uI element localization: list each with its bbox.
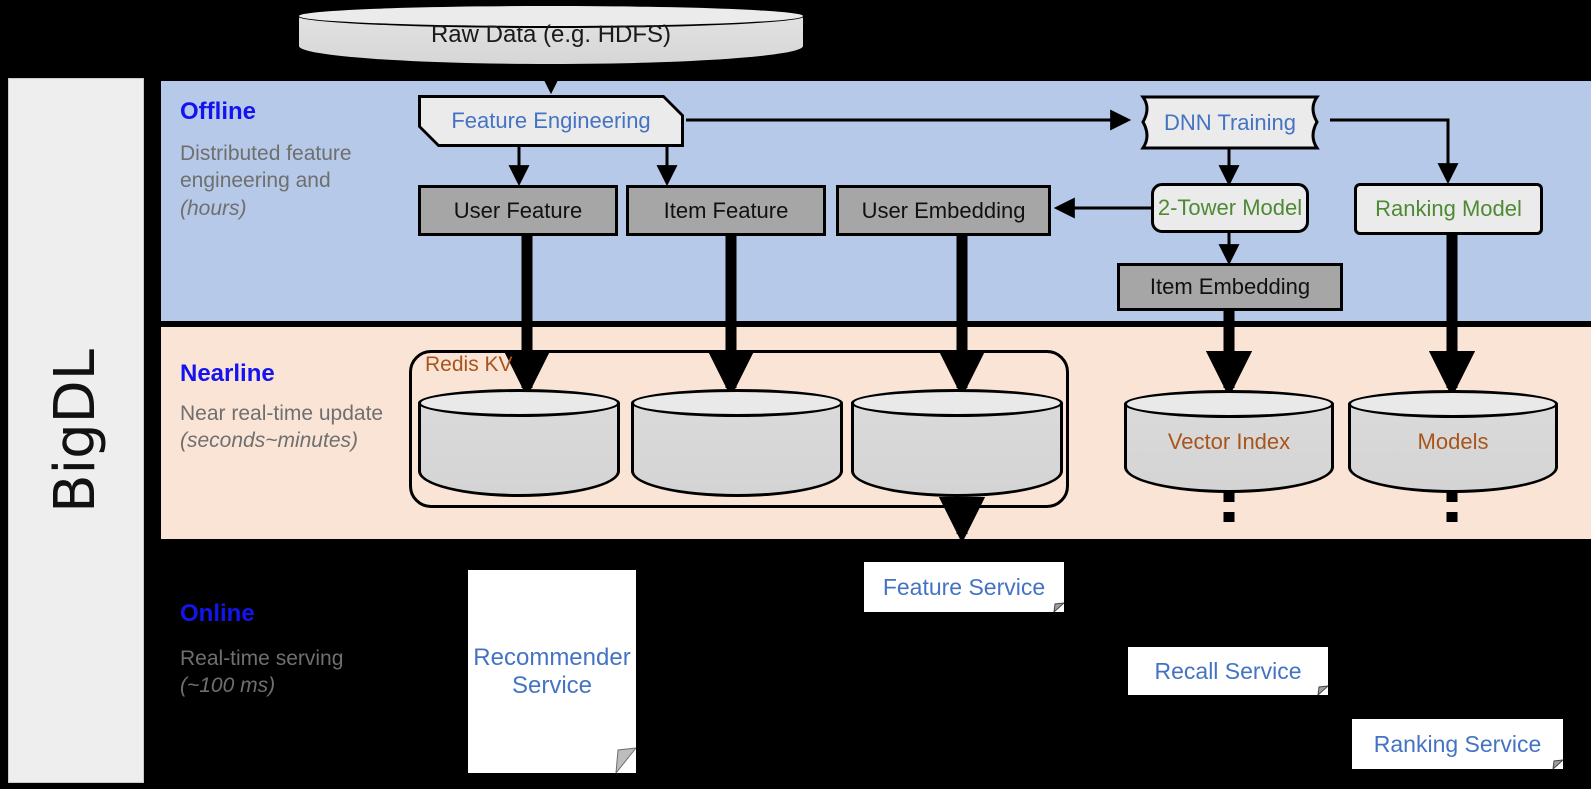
offline-band-title: Offline	[180, 98, 256, 125]
user-feature-label: User Feature	[453, 197, 583, 223]
recommender-service-label: Recommender Service	[473, 643, 631, 699]
offline-band-subtitle: Distributed feature engineering and (hou…	[180, 140, 395, 222]
redis-kv-label: Redis KV	[425, 353, 513, 376]
online-band-subtitle: Real-time serving (~100 ms)	[180, 645, 380, 700]
user-feature-store-label	[418, 389, 620, 497]
offline-subtitle-italic: (hours)	[180, 196, 247, 220]
online-subtitle-italic: (~100 ms)	[180, 674, 276, 698]
cylinder-body	[418, 403, 620, 497]
vector-index-cylinder[interactable]: Vector Index	[1124, 390, 1334, 493]
ranking-service-label: Ranking Service	[1373, 730, 1542, 757]
dnn-training-label: DNN Training	[1163, 109, 1297, 135]
item-feature-store-cylinder[interactable]	[631, 389, 843, 497]
raw-data-cylinder: Raw Data (e.g. HDFS)	[297, 4, 805, 66]
models-cylinder[interactable]: Models	[1348, 390, 1558, 493]
nearline-band-subtitle: Near real-time update (seconds~minutes)	[180, 400, 408, 455]
dnn-training-node[interactable]: DNN Training	[1131, 95, 1329, 150]
cylinder-body	[631, 403, 843, 497]
user-feature-store-cylinder[interactable]	[418, 389, 620, 497]
recall-service-shape	[1128, 647, 1328, 695]
cylinder-top	[1348, 390, 1558, 418]
feature-service-node[interactable]: Feature Service	[864, 562, 1064, 612]
user-embedding-store-label	[851, 389, 1063, 497]
models-label: Models	[1417, 428, 1489, 454]
cylinder-body	[1348, 404, 1558, 493]
item-feature-node[interactable]: Item Feature	[626, 185, 826, 236]
cylinder-body	[1124, 404, 1334, 493]
nearline-subtitle-text: Near real-time update	[180, 402, 384, 425]
user-embedding-store-cylinder[interactable]	[851, 389, 1063, 497]
nearline-band-title: Nearline	[180, 360, 275, 387]
online-band-title: Online	[180, 600, 255, 627]
offline-subtitle-text: Distributed feature engineering and	[180, 142, 352, 193]
recall-service-node[interactable]: Recall Service	[1128, 647, 1328, 695]
online-subtitle-text: Real-time serving	[180, 647, 344, 670]
ranking-service-node[interactable]: Ranking Service	[1352, 719, 1563, 769]
ranking-model-node[interactable]: Ranking Model	[1354, 183, 1543, 235]
raw-data-label: Raw Data (e.g. HDFS)	[430, 21, 672, 48]
item-embedding-node[interactable]: Item Embedding	[1117, 263, 1343, 311]
cylinder-top	[631, 389, 843, 417]
cylinder-top	[297, 4, 805, 28]
bigdl-framework-rail: BigDL	[8, 78, 144, 783]
user-embedding-node[interactable]: User Embedding	[836, 185, 1051, 236]
cylinder-body	[851, 403, 1063, 497]
feature-engineering-label: Feature Engineering	[451, 108, 651, 134]
feature-engineering-node[interactable]: Feature Engineering	[418, 95, 684, 147]
recommender-service-shape	[468, 570, 636, 773]
redis-kv-container	[409, 350, 1069, 508]
feature-engineering-inner: Feature Engineering	[421, 98, 681, 144]
feature-service-shape	[864, 562, 1064, 612]
item-embedding-label: Item Embedding	[1149, 274, 1311, 300]
bigdl-label: BigDL	[9, 79, 143, 782]
ranking-service-shape	[1352, 719, 1563, 769]
nearline-subtitle-italic: (seconds~minutes)	[180, 429, 358, 453]
cylinder-top	[418, 389, 620, 417]
recommender-service-node[interactable]: Recommender Service	[468, 570, 636, 773]
item-feature-store-label	[631, 389, 843, 497]
user-feature-node[interactable]: User Feature	[418, 185, 618, 236]
bigdl-label-text: BigDL	[43, 348, 108, 513]
ranking-model-label: Ranking Model	[1375, 196, 1522, 222]
user-embedding-label: User Embedding	[861, 197, 1026, 223]
dnn-training-shape	[1140, 95, 1320, 150]
vector-index-label: Vector Index	[1167, 428, 1291, 454]
two-tower-model-node[interactable]: 2-Tower Model	[1151, 183, 1309, 233]
recall-service-label: Recall Service	[1154, 657, 1302, 684]
two-tower-model-label: 2-Tower Model	[1157, 195, 1303, 221]
cylinder-top	[1124, 390, 1334, 418]
cylinder-top	[851, 389, 1063, 417]
feature-service-label: Feature Service	[882, 573, 1046, 600]
item-feature-label: Item Feature	[663, 197, 789, 223]
